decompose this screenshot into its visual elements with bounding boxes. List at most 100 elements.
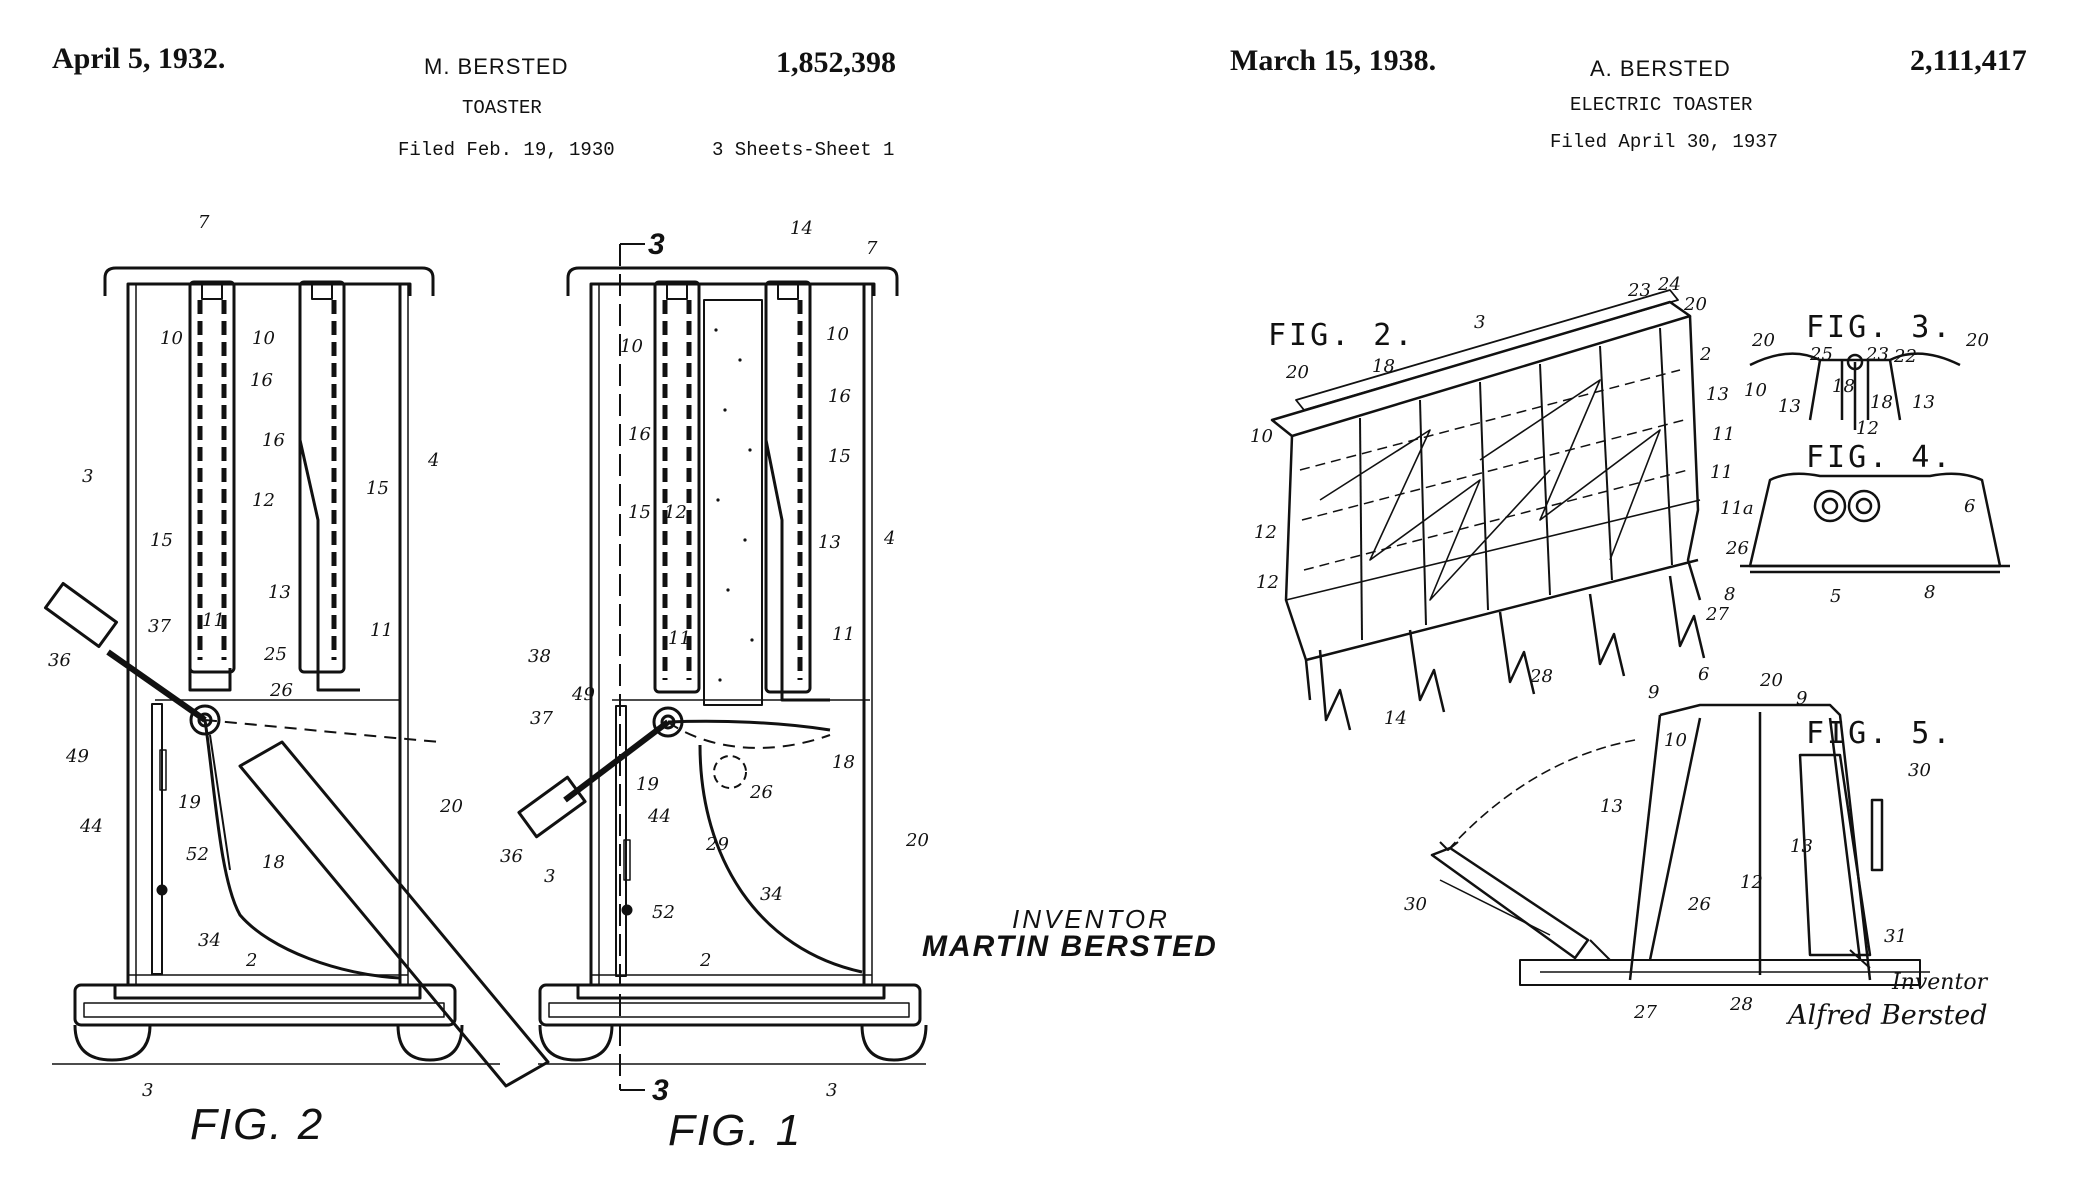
svg-text:6: 6 (1964, 496, 1975, 517)
svg-text:12: 12 (1256, 572, 1279, 593)
svg-text:20: 20 (1751, 330, 1775, 351)
svg-text:12: 12 (1254, 522, 1277, 543)
svg-text:44: 44 (79, 816, 103, 837)
svg-text:13: 13 (818, 532, 841, 553)
patent-title: ELECTRIC TOASTER (1570, 94, 1753, 116)
svg-text:9: 9 (1796, 688, 1807, 709)
svg-text:23: 23 (1865, 344, 1889, 365)
fig4-plate (1740, 472, 2010, 574)
svg-text:15: 15 (628, 502, 651, 523)
fig1-reference-numerals: 14 7 10 10 16 16 15 12 15 13 4 11 11 38 … (500, 218, 929, 1101)
svg-text:4: 4 (883, 528, 895, 549)
patent-sheets: 3 Sheets-Sheet 1 (712, 139, 895, 161)
fig3-label: FIG. 3. (1806, 310, 1954, 345)
fig2-heating-frames (151, 280, 400, 975)
svg-text:36: 36 (48, 650, 71, 671)
patent-filed: Filed April 30, 1937 (1550, 131, 1779, 153)
svg-text:2: 2 (245, 950, 257, 971)
svg-text:26: 26 (1725, 538, 1749, 559)
fig2-label: FIG. 2 (190, 1100, 325, 1149)
fig1-toast-texture (714, 328, 754, 682)
patent-number: 1,852,398 (776, 46, 896, 79)
svg-text:6: 6 (1698, 664, 1709, 685)
fig2-reference-numerals: 23 24 20 3 2 20 18 13 10 11 12 11 11a 12… (1250, 274, 1754, 729)
svg-text:14: 14 (790, 218, 813, 239)
svg-text:9: 9 (1648, 682, 1659, 703)
svg-text:16: 16 (828, 386, 851, 407)
svg-text:2: 2 (699, 950, 711, 971)
svg-text:5: 5 (1830, 586, 1841, 607)
patent-inventor-header: A. BERSTED (1590, 56, 1731, 81)
svg-text:13: 13 (1778, 396, 1801, 417)
svg-text:25: 25 (1809, 344, 1833, 365)
toaster-drawing-1932: 7 10 10 16 16 3 4 12 15 15 13 11 11 37 2… (43, 212, 929, 1107)
svg-text:16: 16 (250, 370, 273, 391)
patent-date: March 15, 1938. (1230, 44, 1437, 77)
svg-text:28: 28 (1729, 994, 1753, 1015)
svg-text:11: 11 (202, 610, 225, 631)
svg-text:16: 16 (628, 424, 651, 445)
svg-text:11a: 11a (1720, 498, 1754, 519)
svg-text:11: 11 (1712, 424, 1735, 445)
svg-text:8: 8 (1724, 584, 1735, 605)
svg-text:24: 24 (1657, 274, 1681, 295)
svg-text:13: 13 (1912, 392, 1935, 413)
svg-text:12: 12 (664, 502, 687, 523)
patent-filed: Filed Feb. 19, 1930 (398, 139, 615, 161)
svg-text:20: 20 (1965, 330, 1989, 351)
fig2-wire-frame (1270, 289, 1706, 731)
svg-text:26: 26 (749, 782, 773, 803)
svg-text:15: 15 (366, 478, 389, 499)
svg-text:20: 20 (1759, 670, 1783, 691)
fig5-reference-numerals: 6 20 9 9 10 13 30 13 12 30 26 31 27 28 (1404, 664, 1931, 1023)
svg-text:52: 52 (652, 902, 675, 923)
svg-text:7: 7 (866, 238, 878, 259)
fig2-reference-numerals: 7 10 10 16 16 3 4 12 15 15 13 11 11 37 2… (48, 212, 463, 1101)
svg-text:18: 18 (832, 752, 855, 773)
svg-text:36: 36 (500, 846, 523, 867)
svg-text:12: 12 (1856, 418, 1879, 439)
svg-text:4: 4 (427, 450, 439, 471)
svg-text:8: 8 (1924, 582, 1935, 603)
svg-text:20: 20 (439, 796, 463, 817)
svg-text:25: 25 (263, 644, 287, 665)
svg-text:11: 11 (832, 624, 855, 645)
svg-text:20: 20 (1683, 294, 1707, 315)
fig1-lever (517, 706, 863, 974)
svg-text:22: 22 (1893, 346, 1917, 367)
svg-text:14: 14 (1384, 708, 1407, 729)
svg-text:10: 10 (1744, 380, 1767, 401)
svg-text:52: 52 (186, 844, 209, 865)
svg-text:27: 27 (1705, 604, 1729, 625)
patent-sheet-left: April 5, 1932. M. BERSTED 1,852,398 TOAS… (43, 42, 1218, 1155)
svg-text:49: 49 (571, 684, 595, 705)
svg-text:15: 15 (828, 446, 851, 467)
svg-text:34: 34 (760, 884, 783, 905)
svg-text:27: 27 (1633, 1002, 1657, 1023)
inventor-name: MARTIN BERSTED (922, 930, 1218, 963)
patent-inventor-header: M. BERSTED (424, 54, 569, 79)
svg-text:23: 23 (1627, 280, 1651, 301)
svg-text:13: 13 (1600, 796, 1623, 817)
patent-title: TOASTER (462, 97, 542, 119)
section-mark-bottom: 3 (652, 1074, 669, 1107)
inventor-signature: Alfred Bersted (1788, 1000, 1988, 1031)
svg-text:29: 29 (705, 834, 729, 855)
svg-text:3: 3 (82, 466, 93, 487)
svg-text:3: 3 (142, 1080, 153, 1101)
svg-text:10: 10 (826, 324, 849, 345)
fig3-reference-numerals: 20 25 23 22 20 10 13 18 18 13 12 (1744, 330, 1989, 439)
svg-text:12: 12 (1740, 872, 1763, 893)
svg-text:18: 18 (1832, 376, 1855, 397)
svg-text:10: 10 (1250, 426, 1273, 447)
svg-text:13: 13 (1790, 836, 1813, 857)
svg-text:3: 3 (826, 1080, 837, 1101)
fig4-label: FIG. 4. (1806, 440, 1954, 475)
svg-text:18: 18 (1870, 392, 1893, 413)
svg-text:30: 30 (1908, 760, 1931, 781)
svg-text:3: 3 (544, 866, 555, 887)
svg-text:28: 28 (1529, 666, 1553, 687)
svg-text:10: 10 (1664, 730, 1687, 751)
svg-text:2: 2 (1699, 344, 1711, 365)
svg-text:26: 26 (1687, 894, 1711, 915)
